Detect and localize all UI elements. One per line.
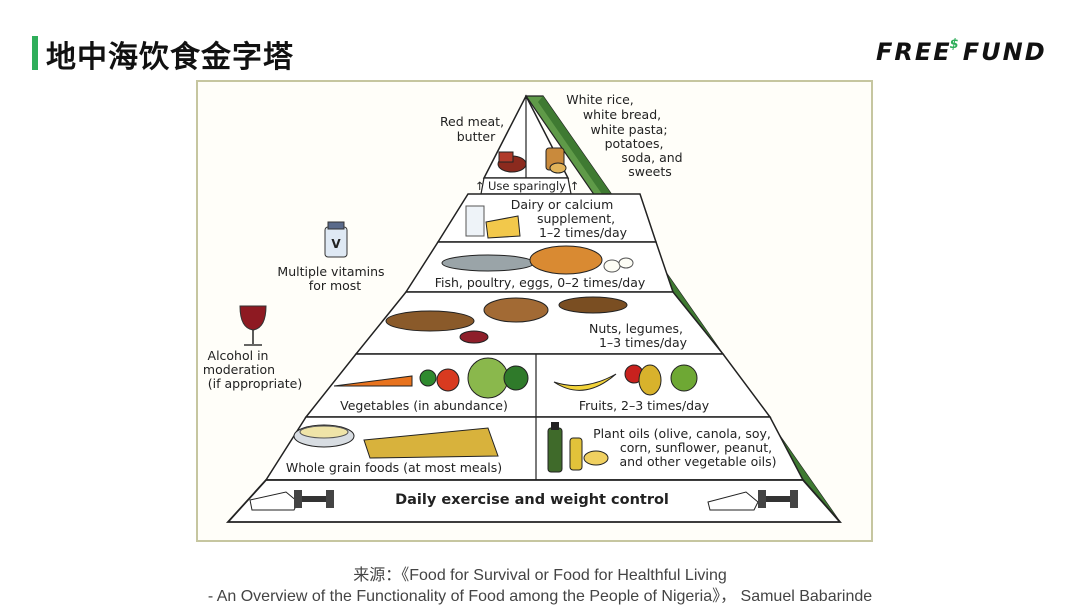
whole-grain-illustration xyxy=(293,424,499,459)
nuts-legumes-illustration xyxy=(385,296,628,344)
wine-glass-icon xyxy=(239,305,267,346)
label-red-meat: Red meat, butter xyxy=(440,114,508,144)
red-meat-illustration xyxy=(497,151,527,173)
tier-exercise xyxy=(225,479,842,523)
label-use-sparingly: ↑ Use sparingly ↑ xyxy=(475,179,580,193)
vitamin-badge: V xyxy=(331,237,341,251)
vegetables-illustration xyxy=(333,357,529,399)
fruits-illustration xyxy=(553,364,698,396)
label-vegetables: Vegetables (in abundance) xyxy=(340,398,508,413)
brand-logo-left: FREE xyxy=(876,38,952,66)
sneaker-dumbbell-right-illustration xyxy=(707,490,798,511)
label-refined-carbs: White rice, white bread, white pasta; po… xyxy=(566,92,686,179)
label-alcohol: Alcohol in moderation (if appropriate) xyxy=(203,348,302,391)
brand-logo-sup: $ xyxy=(949,37,961,52)
label-nuts-legumes: Nuts, legumes, 1–3 times/day xyxy=(589,321,688,350)
page-title: 地中海饮食金字塔 xyxy=(46,40,294,75)
title-accent-bar xyxy=(32,36,38,70)
brand-logo-right: FUND xyxy=(962,38,1047,66)
plant-oil-illustration xyxy=(547,422,609,473)
bread-illustration xyxy=(545,147,567,174)
source-caption-line1: 来源：《Food for Survival or Food for Health… xyxy=(353,567,727,584)
sneaker-dumbbell-left-illustration xyxy=(249,490,334,511)
brand-logo: FREE$FUND xyxy=(876,37,1047,66)
vitamin-bottle-icon xyxy=(324,221,348,258)
label-multiple-vitamins: Multiple vitamins for most xyxy=(277,264,388,293)
fish-poultry-illustration xyxy=(441,245,634,275)
label-whole-grains: Whole grain foods (at most meals) xyxy=(286,460,502,475)
label-fish-poultry: Fish, poultry, eggs, 0–2 times/day xyxy=(435,275,646,290)
dairy-illustration xyxy=(465,205,521,239)
label-daily-exercise: Daily exercise and weight control xyxy=(395,492,669,508)
label-fruits: Fruits, 2–3 times/day xyxy=(579,398,710,413)
label-plant-oils: Plant oils (olive, canola, soy, corn, su… xyxy=(593,426,776,469)
source-caption-line2: - An Overview of the Functionality of Fo… xyxy=(207,588,873,605)
label-dairy: Dairy or calcium supplement, 1–2 times/d… xyxy=(511,197,628,240)
mediterranean-food-pyramid: V Red meat, butter White rice, white bre… xyxy=(203,92,842,523)
